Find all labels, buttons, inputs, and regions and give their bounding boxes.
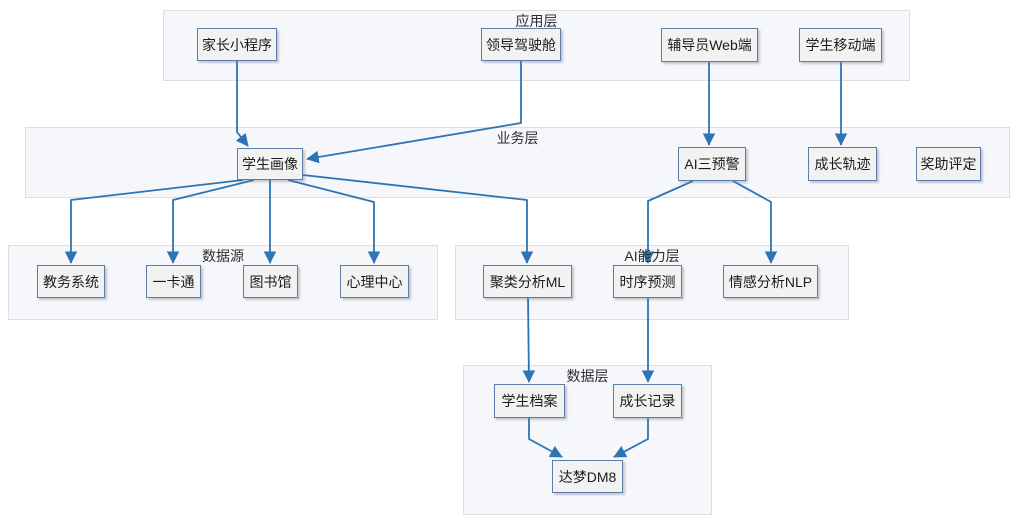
edge-clustering-ml-to-student-archive: [522, 297, 536, 383]
node-dameng-dm8[interactable]: 达梦DM8: [552, 460, 623, 493]
node-campus-card[interactable]: 一卡通: [146, 265, 201, 298]
edge-student-portrait-to-campus-card: [166, 179, 255, 264]
edge-student-portrait-to-psych-center: [287, 179, 381, 264]
node-growth-trajectory[interactable]: 成长轨迹: [808, 147, 877, 181]
node-growth-record[interactable]: 成长记录: [613, 384, 682, 418]
edge-ai-triple-warning-to-time-series: [641, 180, 694, 264]
node-student-portrait[interactable]: 学生画像: [237, 148, 303, 180]
layer-label-business: 业务层: [496, 130, 539, 146]
node-student-archive[interactable]: 学生档案: [494, 384, 565, 418]
node-sentiment-nlp[interactable]: 情感分析NLP: [723, 265, 818, 298]
edge-growth-record-to-dameng-dm8: [613, 418, 649, 458]
edge-student-archive-to-dameng-dm8: [528, 418, 563, 458]
edge-leader-cockpit-to-student-portrait: [306, 61, 522, 164]
edge-parent-miniapp-to-student-portrait: [235, 61, 249, 147]
node-clustering-ml[interactable]: 聚类分析ML: [483, 265, 572, 298]
layer-label-data: 数据层: [566, 368, 609, 384]
edge-ai-triple-warning-to-sentiment-nlp: [732, 180, 778, 264]
node-library[interactable]: 图书馆: [243, 265, 298, 298]
node-academic-affairs[interactable]: 教务系统: [37, 265, 105, 298]
node-psych-center[interactable]: 心理中心: [340, 265, 409, 298]
layer-label-ai: AI能力层: [624, 248, 680, 264]
layer-label-datasource: 数据源: [202, 248, 244, 264]
node-leader-cockpit[interactable]: 领导驾驶舱: [481, 28, 561, 61]
node-scholarship-eval[interactable]: 奖助评定: [916, 147, 981, 181]
node-counselor-web[interactable]: 辅导员Web端: [661, 28, 758, 62]
edge-student-portrait-to-academic-affairs: [64, 179, 244, 264]
node-parent-miniapp[interactable]: 家长小程序: [197, 28, 277, 61]
node-time-series[interactable]: 时序预测: [613, 265, 682, 298]
node-student-mobile[interactable]: 学生移动端: [799, 28, 882, 62]
edge-student-portrait-to-clustering-ml: [302, 174, 534, 264]
layer-label-app: 应用层: [515, 13, 558, 29]
node-ai-triple-warning[interactable]: AI三预警: [678, 147, 746, 181]
